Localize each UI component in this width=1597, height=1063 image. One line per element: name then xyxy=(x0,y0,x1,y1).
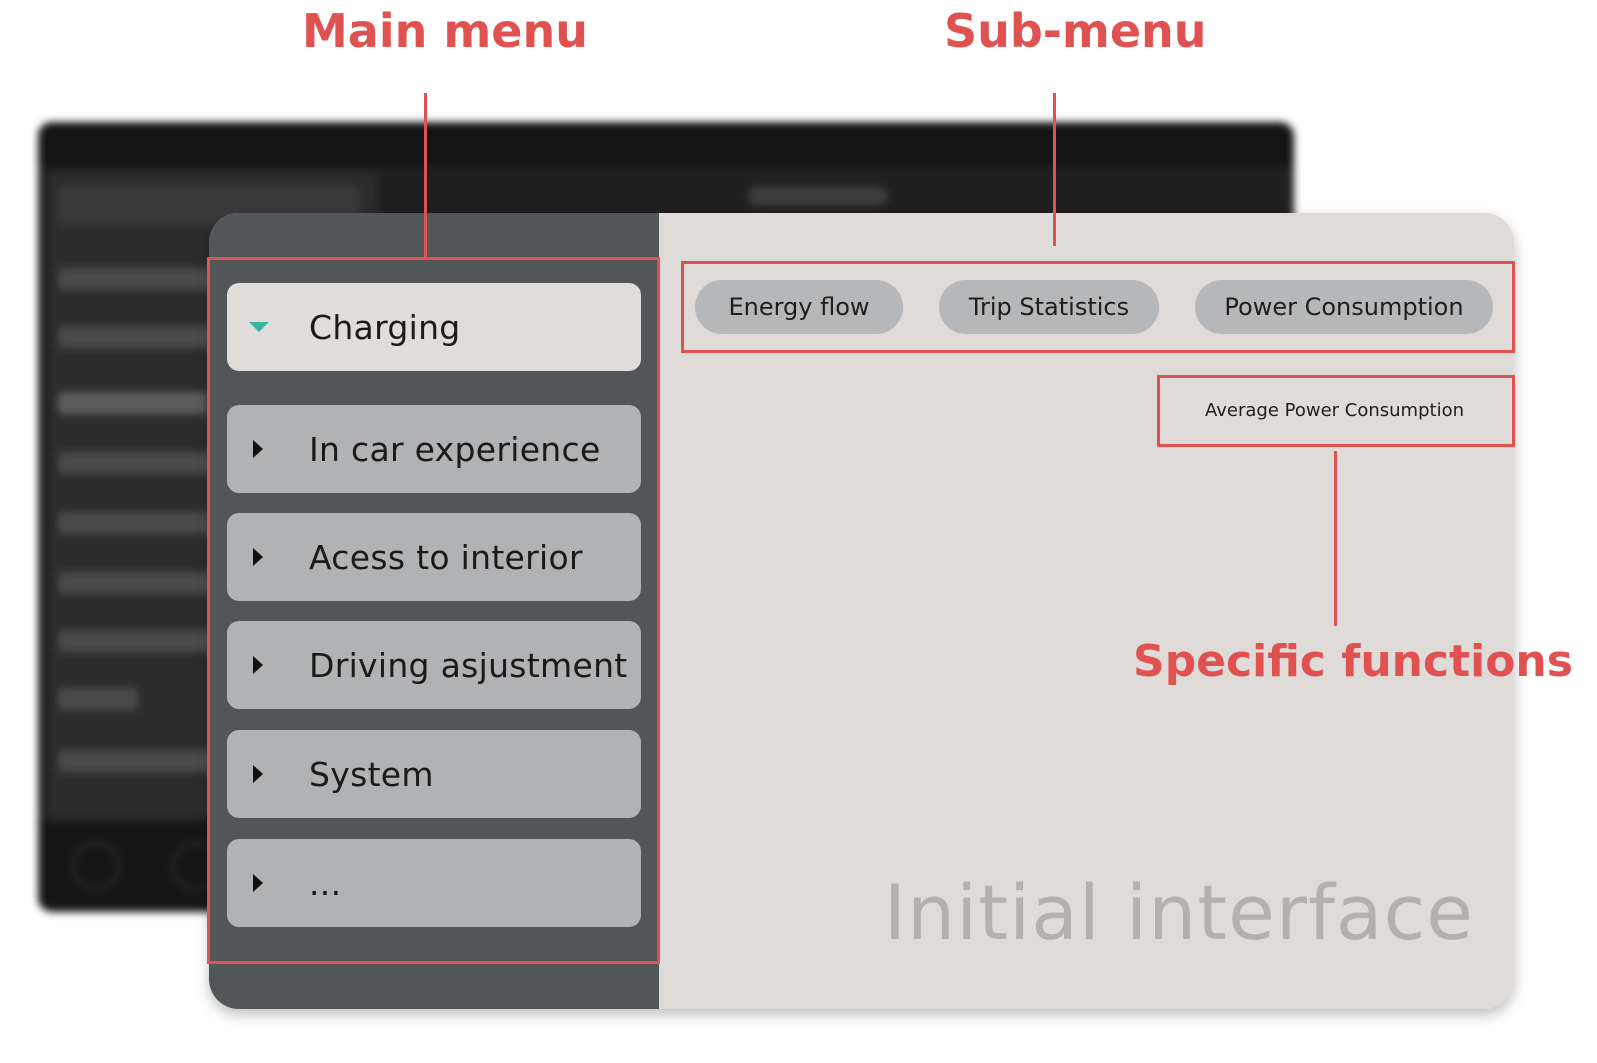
content-area: Energy flow Trip Statistics Power Consum… xyxy=(659,213,1514,1009)
background-status-bar xyxy=(38,122,1294,166)
background-title-placeholder xyxy=(748,186,888,206)
main-menu-panel: Charging In car experience Acess to inte… xyxy=(209,213,659,1009)
ui-panel: Charging In car experience Acess to inte… xyxy=(209,213,1514,1009)
sub-menu-annotation: Sub-menu xyxy=(944,4,1207,58)
specific-functions-connector-line xyxy=(1334,451,1337,626)
menu-item-label: Acess to interior xyxy=(309,537,583,577)
average-power-consumption-function[interactable]: Average Power Consumption xyxy=(1205,400,1464,421)
sub-menu-connector-line xyxy=(1053,93,1056,246)
menu-item-label: System xyxy=(309,754,434,794)
triangle-down-icon xyxy=(249,322,269,332)
triangle-right-icon xyxy=(253,874,263,892)
menu-item-driving-adjustment[interactable]: Driving asjustment xyxy=(227,621,641,709)
menu-item-label: Charging xyxy=(309,307,461,347)
menu-item-more[interactable]: ... xyxy=(227,839,641,927)
triangle-right-icon xyxy=(253,765,263,783)
menu-item-label: Driving asjustment xyxy=(309,645,628,685)
specific-functions-highlight-box xyxy=(1157,375,1515,447)
specific-functions-annotation: Specific functions xyxy=(1133,636,1573,687)
menu-item-system[interactable]: System xyxy=(227,730,641,818)
triangle-right-icon xyxy=(253,548,263,566)
menu-item-access-to-interior[interactable]: Acess to interior xyxy=(227,513,641,601)
background-dock-icon xyxy=(72,842,120,890)
tab-trip-statistics[interactable]: Trip Statistics xyxy=(939,280,1159,334)
background-row xyxy=(58,392,208,414)
menu-item-label: In car experience xyxy=(309,429,601,469)
menu-item-label: ... xyxy=(309,863,342,903)
menu-item-in-car-experience[interactable]: In car experience xyxy=(227,405,641,493)
main-menu-highlight-box xyxy=(207,257,660,964)
menu-item-charging[interactable]: Charging xyxy=(227,283,641,371)
sub-menu-highlight-box xyxy=(681,261,1515,353)
main-menu-annotation: Main menu xyxy=(302,4,588,58)
initial-interface-watermark: Initial interface xyxy=(883,868,1474,957)
triangle-right-icon xyxy=(253,656,263,674)
main-menu-connector-line xyxy=(424,93,427,257)
background-row xyxy=(58,688,138,710)
tab-energy-flow[interactable]: Energy flow xyxy=(695,280,903,334)
triangle-right-icon xyxy=(253,440,263,458)
tab-power-consumption[interactable]: Power Consumption xyxy=(1195,280,1493,334)
